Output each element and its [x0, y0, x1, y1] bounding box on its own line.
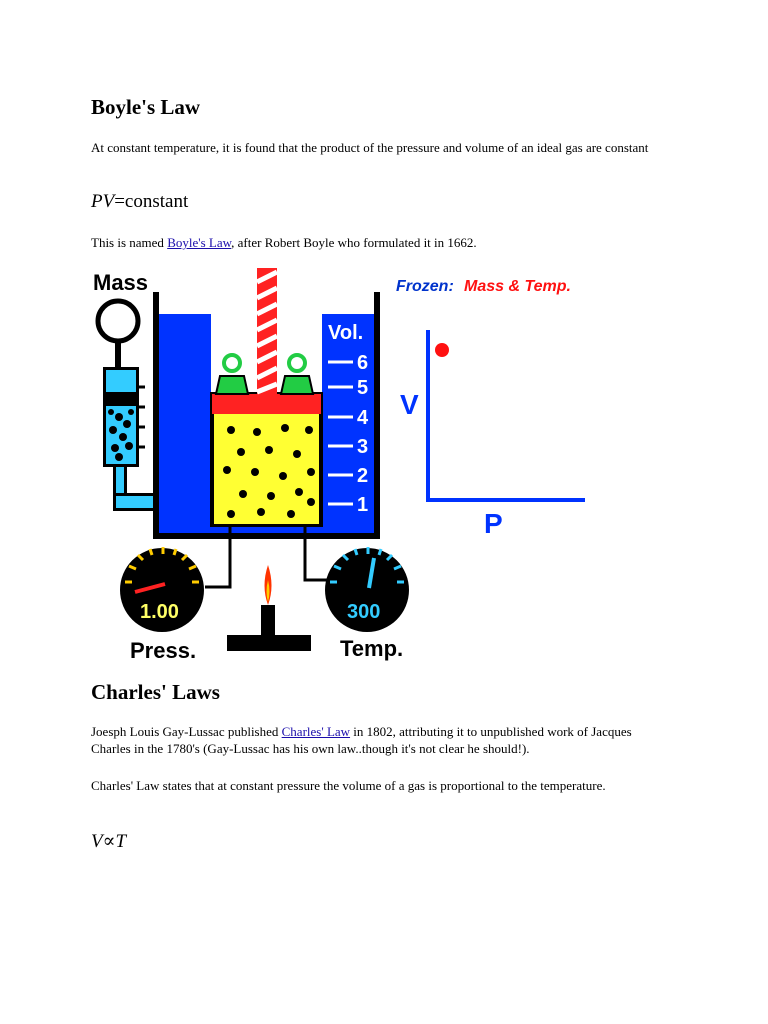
- temp-needle: [367, 557, 376, 589]
- pressure-gauge: 1.00: [120, 547, 204, 632]
- boyle-named-before: This is named: [91, 235, 168, 250]
- mass-dial-icon: [95, 298, 141, 344]
- boyle-equation-rest: =constant: [114, 191, 189, 212]
- gas-molecules: [223, 424, 315, 518]
- boyle-heading: Boyle's Law: [91, 95, 201, 119]
- weight-right-icon: [279, 353, 315, 395]
- vol-tick-6: 6: [357, 352, 368, 374]
- temp-label: Temp.: [340, 636, 403, 661]
- pv-v-label: V: [400, 389, 419, 420]
- boyle-figure: Mass: [93, 268, 585, 662]
- boyle-intro: At constant temperature, it is found tha…: [91, 140, 649, 155]
- boyle-equation-vars: PV: [91, 191, 115, 212]
- burner-icon: [227, 565, 311, 651]
- frozen-label: Frozen:: [396, 278, 454, 295]
- charles-equation-v: V: [91, 831, 103, 852]
- pressure-wire: [205, 527, 232, 589]
- pv-p-label: P: [484, 508, 503, 539]
- boyle-named-after: , after Robert Boyle who formulated it i…: [231, 235, 477, 250]
- vol-scale: 6 5 4 3 2 1: [328, 352, 369, 516]
- boyles-law-link[interactable]: Boyle's Law: [167, 235, 232, 250]
- temperature-gauge: 300: [325, 547, 409, 632]
- boyle-named-paragraph: This is named Boyle's Law, after Robert …: [91, 234, 671, 251]
- charles-equation-t: T: [115, 831, 127, 852]
- pressure-needle: [134, 582, 166, 594]
- vol-tick-2: 2: [357, 465, 368, 487]
- charles-paragraph-2: Charles' Law states that at constant pre…: [91, 778, 606, 793]
- charles-p1-before: Joesph Louis Gay-Lussac published: [91, 724, 282, 739]
- vol-tick-3: 3: [357, 436, 368, 458]
- charles-p1-after: in 1802, attributing it to unpublished w…: [91, 724, 632, 756]
- mass-label: Mass: [93, 270, 148, 295]
- pv-plot: V P: [400, 330, 585, 539]
- vol-tick-1: 1: [357, 494, 368, 516]
- mass-stem: [115, 341, 121, 369]
- pressure-label: Press.: [130, 638, 196, 662]
- vol-tick-5: 5: [357, 377, 368, 399]
- gas-chamber: [210, 392, 323, 527]
- piston-rod: [255, 268, 279, 395]
- charles-equation: V∝T: [91, 830, 126, 853]
- pressure-value: 1.00: [140, 601, 179, 623]
- temp-value: 300: [347, 601, 380, 623]
- temp-wire: [303, 527, 328, 582]
- boyle-equation: PV=constant: [91, 191, 188, 213]
- vol-label: Vol.: [328, 322, 363, 344]
- charles-heading: Charles' Laws: [91, 680, 220, 704]
- weight-left-icon: [214, 353, 250, 395]
- charles-equation-prop: ∝: [102, 831, 116, 852]
- charles-paragraph-1: Joesph Louis Gay-Lussac published Charle…: [91, 723, 671, 757]
- pv-state-point: [435, 343, 449, 357]
- pv-y-axis: [426, 330, 430, 502]
- frozen-vars: Mass & Temp.: [464, 278, 571, 295]
- charles-law-link[interactable]: Charles' Law: [281, 724, 351, 739]
- mass-syringe: [103, 367, 145, 467]
- vol-tick-4: 4: [357, 407, 369, 429]
- pv-x-axis: [426, 498, 585, 502]
